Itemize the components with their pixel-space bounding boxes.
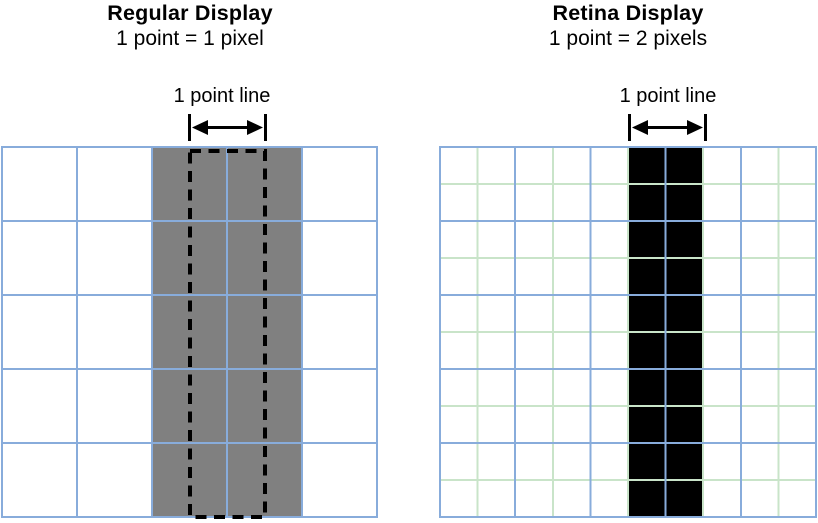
arrow-left-head [632, 120, 648, 135]
arrow-right-tick [704, 114, 707, 141]
regular-dimension-arrow-icon [188, 114, 267, 141]
retina-dimension-arrow-icon [628, 114, 707, 141]
retina-pixel-grid [439, 146, 817, 518]
arrow-shaft [644, 126, 691, 129]
arrow-right-head [247, 120, 263, 135]
arrow-right-head [687, 120, 703, 135]
dashed-rect [188, 149, 267, 519]
regular-point-line-label: 1 point line [173, 85, 271, 107]
regular-display-title: Regular Display [107, 1, 273, 25]
arrow-shaft [204, 126, 251, 129]
arrow-left-tick [628, 114, 631, 141]
retina-display-title: Retina Display [552, 1, 704, 25]
arrow-left-head [192, 120, 208, 135]
retina-display-subtitle: 1 point = 2 pixels [548, 27, 708, 50]
regular-display-subtitle: 1 point = 1 pixel [116, 27, 264, 50]
retina-point-line-label: 1 point line [619, 85, 717, 107]
arrow-left-tick [188, 114, 191, 141]
one-point-line-dashed-outline [188, 149, 267, 519]
arrow-right-tick [264, 114, 267, 141]
